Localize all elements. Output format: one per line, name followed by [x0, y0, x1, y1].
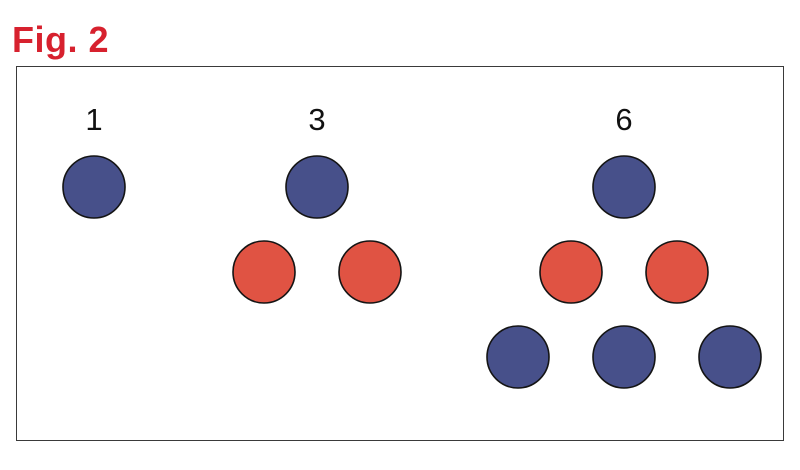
- blue-circle: [62, 155, 126, 219]
- group-count-label: 1: [85, 102, 102, 137]
- blue-circle: [592, 155, 656, 219]
- triangular-numbers-diagram: 1 3 6: [62, 102, 762, 389]
- red-circle: [645, 240, 709, 304]
- group-count-label: 6: [615, 102, 632, 137]
- diagram-panel: 1 3 6: [16, 66, 784, 441]
- blue-circle: [285, 155, 349, 219]
- red-circle: [232, 240, 296, 304]
- red-circle: [539, 240, 603, 304]
- blue-circle: [592, 325, 656, 389]
- figure-title: Fig. 2: [12, 19, 110, 60]
- red-circle: [338, 240, 402, 304]
- blue-circle: [698, 325, 762, 389]
- group-count-label: 3: [308, 102, 325, 137]
- blue-circle: [486, 325, 550, 389]
